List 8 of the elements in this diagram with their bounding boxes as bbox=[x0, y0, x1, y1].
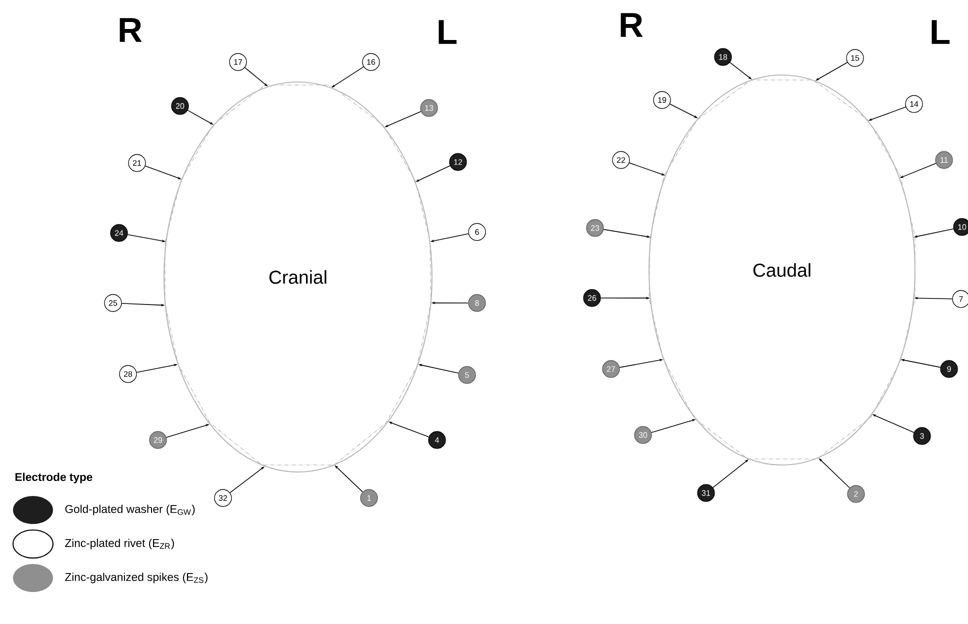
side-letter: R bbox=[620, 13, 643, 37]
legend-text: Zinc-plated rivet (E$_{ZR}$) bbox=[65, 538, 174, 550]
legend-title: Electrode type bbox=[15, 472, 92, 484]
legend-text: Gold-plated washer (E$_{GW}$) bbox=[65, 504, 195, 516]
side-letter: R bbox=[120, 18, 142, 42]
legend-text: Zinc-galvanized spikes (E$_{ZS}$) bbox=[65, 572, 208, 584]
side-letter: L bbox=[932, 20, 950, 44]
side-letter: L bbox=[438, 20, 457, 44]
